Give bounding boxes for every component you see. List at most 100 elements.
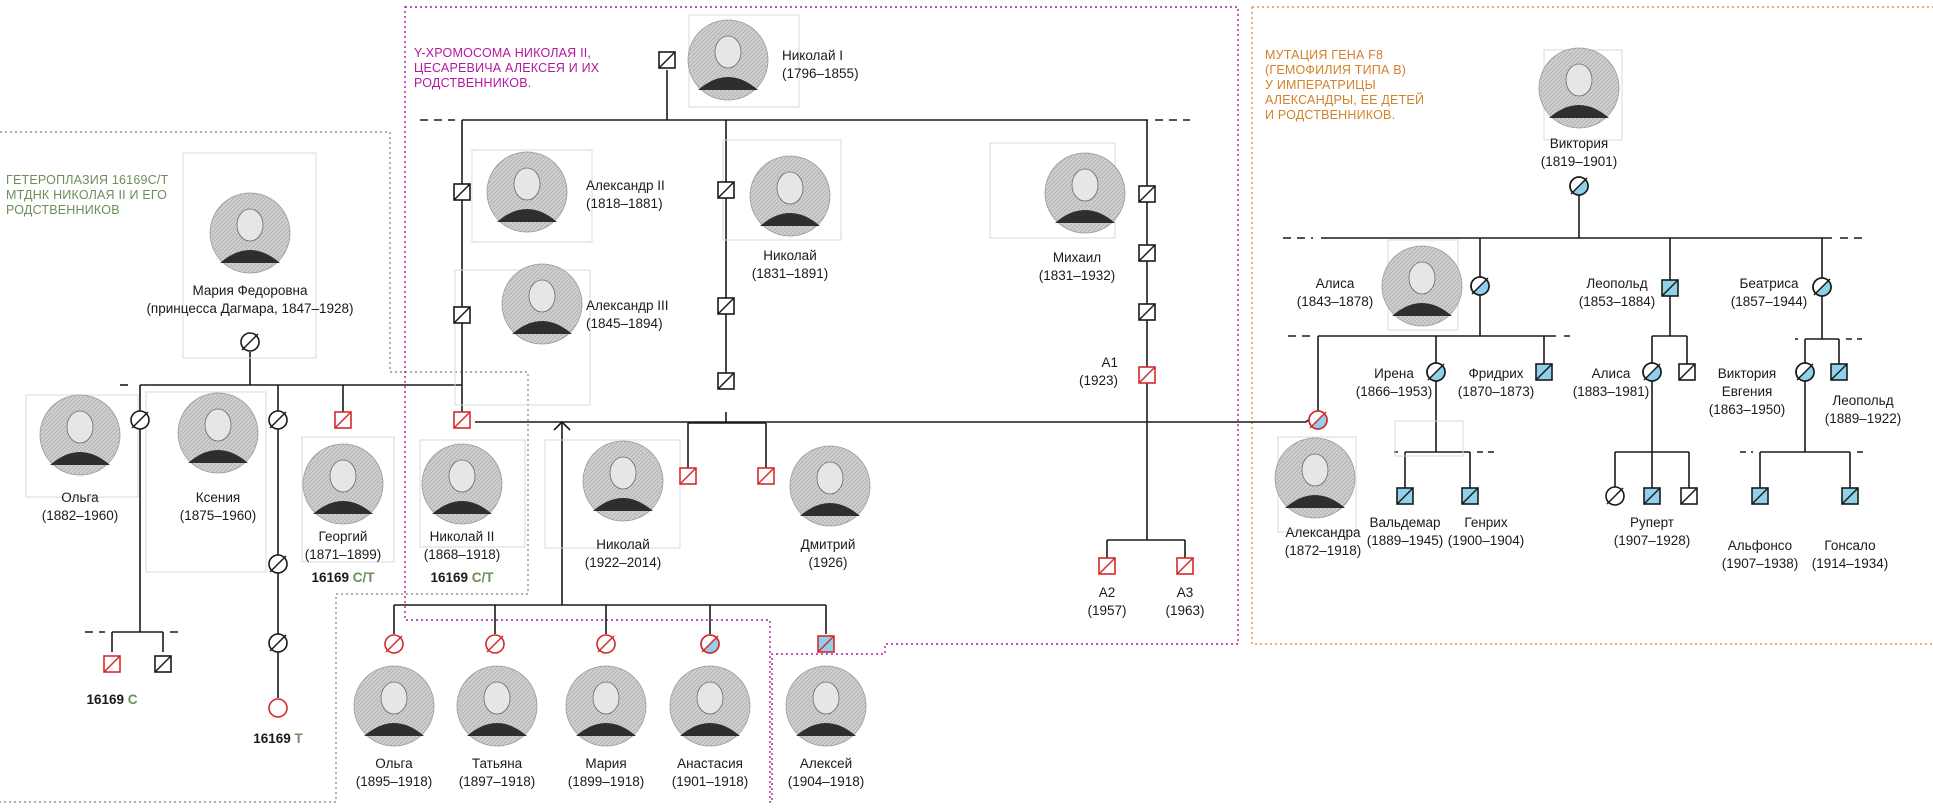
hemophilia-heading: МУТАЦИЯ ГЕНА F8 (ГЕМОФИЛИЯ ТИПА В) У ИМП… xyxy=(1265,48,1428,122)
ksenia-line-heteroplasmy-label: 16169 T xyxy=(253,731,303,746)
alexei-label: Алексей(1904–1918) xyxy=(788,756,865,789)
alexander2-male-symbol xyxy=(453,183,471,201)
maria-1899-female-symbol xyxy=(596,634,616,654)
nik-anc1-male-symbol xyxy=(717,297,735,315)
olga-child-line-heteroplasmy-label: 16169 C xyxy=(86,692,137,707)
a1-label: А1(1923) xyxy=(1079,355,1118,388)
a3-label: А3(1963) xyxy=(1165,585,1204,618)
alice-child-1-female-symbol xyxy=(1605,486,1625,506)
alice-1843-female-symbol xyxy=(1470,276,1490,296)
photo-frame xyxy=(419,439,526,548)
victoria-female-symbol xyxy=(1569,176,1589,196)
georgy-heteroplasmy-label: 16169 C/T xyxy=(311,570,375,585)
mikhail-male-symbol xyxy=(1138,185,1156,203)
beatrice-female-symbol xyxy=(1812,277,1832,297)
ksenia-label: Ксения(1875–1960) xyxy=(180,490,257,523)
heteroplasmy-labels: 16169 C/T 16169 C/T 16169 C 16169 T xyxy=(86,570,494,746)
ksenia-female-symbol xyxy=(268,410,288,430)
waldemar-male-symbol xyxy=(1396,487,1414,505)
victoria-eugenia-female-symbol xyxy=(1795,362,1815,382)
olga-child-2-male-symbol xyxy=(154,655,172,673)
a1-anc1-male-symbol xyxy=(1138,244,1156,262)
alice-child-3-male-symbol xyxy=(1680,487,1698,505)
olga-child-1-male-symbol xyxy=(103,655,121,673)
ksenia-portrait xyxy=(177,392,259,474)
photo-frame xyxy=(182,152,317,359)
a1-male-symbol xyxy=(1138,366,1156,384)
alexander2-label: Александр II(1818–1881) xyxy=(586,178,665,211)
alexandra-female-symbol xyxy=(1308,410,1328,430)
gonzalo-label: Гонсало(1914–1934) xyxy=(1812,538,1889,571)
heinrich-male-symbol xyxy=(1461,487,1479,505)
anastasia-portrait xyxy=(669,665,751,747)
nik-anc2-male-symbol xyxy=(717,372,735,390)
maria-f-portrait xyxy=(209,192,291,274)
nikolai-1922-portrait xyxy=(582,440,664,522)
alfonso-label: Альфонсо(1907–1938) xyxy=(1722,538,1799,571)
alice-1883-label: Алиса(1883–1981) xyxy=(1573,366,1650,399)
georgy-label: Георгий(1871–1899) xyxy=(305,529,382,562)
alice-1883-female-symbol xyxy=(1642,362,1662,382)
gonzalo-male-symbol xyxy=(1841,487,1859,505)
a2-male-symbol xyxy=(1098,557,1116,575)
photo-frame xyxy=(471,149,593,243)
georgy-portrait xyxy=(302,443,384,525)
leopold-1853-male-symbol xyxy=(1661,279,1679,297)
nikolai-1831-label: Николай(1831–1891) xyxy=(752,248,829,281)
olga-1895-female-symbol xyxy=(384,634,404,654)
nikolai-1831-male-symbol xyxy=(717,181,735,199)
waldemar-label: Вальдемар(1889–1945) xyxy=(1367,515,1444,548)
olga-1882-female-symbol xyxy=(130,410,150,430)
hemophilia-region xyxy=(1251,6,1933,645)
pedigree-lines xyxy=(85,70,1867,698)
alice-1843-portrait xyxy=(1381,245,1463,327)
irene-label: Ирена(1866–1953) xyxy=(1356,366,1433,399)
maria-f-female-symbol xyxy=(240,332,260,352)
leopold-1889-male-symbol xyxy=(1830,363,1848,381)
beatrice-label: Беатриса(1857–1944) xyxy=(1731,276,1808,309)
photo-frame xyxy=(301,436,395,563)
a2-label: А2(1957) xyxy=(1087,585,1126,618)
tatiana-female-symbol xyxy=(485,634,505,654)
alexander2-portrait xyxy=(486,151,568,233)
alexander3-male-symbol xyxy=(453,306,471,324)
pedigree-symbols xyxy=(103,51,1859,718)
ksenia-child-female-symbol xyxy=(268,554,288,574)
heinrich-label: Генрих(1900–1904) xyxy=(1448,515,1525,548)
nicholas1-male-symbol xyxy=(658,51,676,69)
photo-frame xyxy=(544,439,681,549)
nikolai-1831-portrait xyxy=(749,155,831,237)
y-chromosome-region xyxy=(404,6,1239,803)
tatiana-label: Татьяна(1897–1918) xyxy=(459,756,536,789)
nicholas2-portrait xyxy=(421,443,503,525)
nicholas2-heteroplasmy-label: 16169 C/T xyxy=(430,570,494,585)
dmitry-portrait xyxy=(789,445,871,527)
heteroplasmy-heading: ГЕТЕРОПЛАЗИЯ 16169C/T МТДНК НИКОЛАЯ II И… xyxy=(6,173,172,217)
nikolai-1922-male-symbol xyxy=(679,467,697,485)
rupert-male-symbol xyxy=(1643,487,1661,505)
alexander3-portrait xyxy=(501,263,583,345)
a1-anc2-male-symbol xyxy=(1138,303,1156,321)
leopold-child-male-symbol xyxy=(1678,363,1696,381)
olga-1882-portrait xyxy=(39,394,121,476)
victoria-portrait xyxy=(1538,47,1620,129)
photo-frame xyxy=(145,391,267,573)
mikhail-portrait xyxy=(1044,152,1126,234)
friedrich-male-symbol xyxy=(1535,363,1553,381)
friedrich-label: Фридрих(1870–1873) xyxy=(1458,366,1535,399)
georgy-male-symbol xyxy=(334,411,352,429)
dmitry-male-symbol xyxy=(757,467,775,485)
alexandra-portrait xyxy=(1274,437,1356,519)
nicholas1-label: Николай I(1796–1855) xyxy=(782,48,859,81)
olga-1895-portrait xyxy=(353,665,435,747)
alexander3-label: Александр III(1845–1894) xyxy=(586,298,669,331)
photo-frame xyxy=(1394,420,1464,457)
person-labels: Николай I(1796–1855) Александр II(1818–18… xyxy=(42,48,1902,789)
alice-1843-label: Алиса(1843–1878) xyxy=(1297,276,1374,309)
nicholas1-portrait xyxy=(687,19,769,101)
olga-1895-label: Ольга(1895–1918) xyxy=(356,756,433,789)
ksenia-grandchild-female-symbol xyxy=(268,633,288,653)
maria-1899-label: Мария(1899–1918) xyxy=(568,756,645,789)
leopold-1889-label: Леопольд(1889–1922) xyxy=(1825,393,1902,426)
